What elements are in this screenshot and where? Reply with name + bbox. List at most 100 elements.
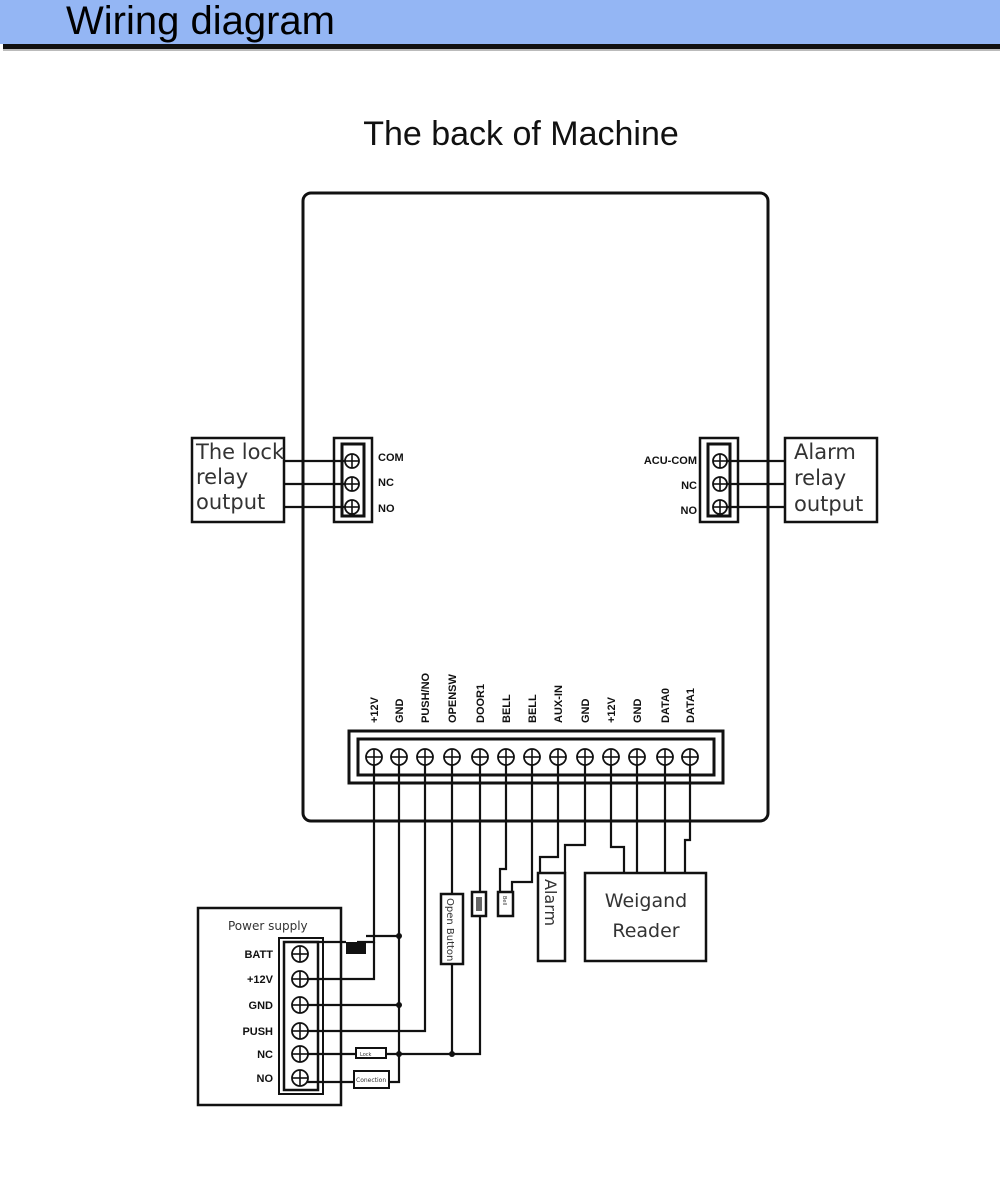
power-terminal-label: BATT (244, 949, 273, 961)
power-terminal-outer (278, 937, 324, 1095)
power-supply-box (196, 906, 343, 1107)
lock-relay-connector-inner (340, 442, 366, 518)
terminal-screw-icon (344, 499, 360, 515)
terminal-label: BELL (501, 694, 513, 723)
terminal-screw-icon (712, 499, 728, 515)
door-sensor-icon (476, 897, 482, 911)
alarm-relay-connector (698, 436, 740, 524)
lock-component-box (355, 1047, 387, 1059)
header-bar (0, 0, 1000, 44)
terminal-label: DATA1 (685, 688, 697, 723)
diagram-title: The back of Machine (363, 115, 679, 153)
alarm-relay-connector-inner (706, 442, 732, 518)
header-underline (3, 44, 1000, 51)
junction-dot (396, 1002, 402, 1008)
connection-component-box (353, 1070, 390, 1089)
terminal-screw-icon (656, 748, 674, 766)
terminal-screw-icon (291, 996, 309, 1014)
terminal-screw-icon (471, 748, 489, 766)
open-button-box (439, 892, 465, 966)
terminal-screw-icon (681, 748, 699, 766)
terminal-label: AUX-IN (553, 685, 565, 723)
terminal-screw-icon (443, 748, 461, 766)
terminal-label: PUSH/NO (420, 672, 432, 723)
lock-terminal-label: COM (378, 452, 404, 464)
open-button-label: Open Button (444, 898, 455, 961)
wire (389, 765, 401, 1084)
terminal-label: +12V (606, 696, 618, 723)
alarm-label: Alarm (541, 879, 560, 926)
power-terminal-label: NO (257, 1073, 274, 1085)
terminal-label: BELL (527, 694, 539, 723)
power-terminal-inner (282, 940, 320, 1092)
power-supply-group: Power supply BATT +12V GND PUSH NC NO (196, 906, 343, 1107)
terminal-screw-icon (291, 1069, 309, 1087)
wire (683, 765, 692, 873)
terminal-screw-icon (365, 748, 383, 766)
alarm-relay-box (783, 436, 879, 524)
terminal-block-outer (347, 729, 725, 785)
components: Open Button Bell Alarm Weigand Reader Lo… (346, 871, 708, 1089)
main-terminal-block: +12V GND PUSH/NO OPENSW DOOR1 BELL BELL AUX-IN G… (347, 672, 725, 785)
page-title: Wiring diagram (66, 0, 335, 43)
lock-terminal-label: NC (378, 477, 394, 489)
wire (563, 765, 587, 873)
terminal-screw-icon (628, 748, 646, 766)
terminal-screw-icon (712, 453, 728, 469)
lock-relay-line-1: The lock (195, 440, 285, 464)
terminal-screw-icon (549, 748, 567, 766)
power-supply-title: Power supply (228, 919, 308, 933)
alarm-relay-line-3: output (794, 492, 863, 516)
terminal-screw-icon (344, 453, 360, 469)
lock-terminal-label: NO (378, 503, 395, 515)
battery-icon (346, 942, 366, 954)
wire (450, 916, 482, 1056)
bell-box (496, 890, 515, 918)
lock-relay-box (190, 436, 286, 524)
power-terminal-label: PUSH (242, 1026, 273, 1038)
bell-label: Bell (501, 896, 507, 905)
reader-label-line-1: Weigand (605, 890, 687, 912)
terminal-screw-icon (291, 1022, 309, 1040)
terminal-screw-icon (576, 748, 594, 766)
connection-component-label: Conection (356, 1077, 386, 1084)
terminal-screw-icon (291, 970, 309, 988)
terminal-block-inner (356, 737, 716, 777)
terminal-screw-icon (291, 945, 309, 963)
junction-dot (449, 1051, 455, 1057)
terminal-screw-icon (390, 748, 408, 766)
terminal-screw-icon (344, 476, 360, 492)
wire (609, 765, 626, 873)
terminal-label: GND (580, 699, 592, 724)
terminal-label: DOOR1 (475, 684, 487, 723)
alarm-terminal-label: ACU-COM (644, 455, 697, 467)
power-terminal-label: GND (249, 1000, 274, 1012)
weigand-reader-box (583, 871, 708, 963)
alarm-terminal-label: NO (681, 505, 698, 517)
terminal-screw-icon (712, 476, 728, 492)
terminal-label: GND (632, 699, 644, 724)
wire (357, 765, 376, 944)
terminal-screw-icon (523, 748, 541, 766)
junction-dot (396, 933, 402, 939)
lock-component-label: Lock (360, 1052, 372, 1058)
power-terminal-label: NC (257, 1049, 273, 1061)
lock-relay-group: The lock relay output COM NC NO (190, 436, 404, 524)
lock-relay-line-2: relay (196, 465, 248, 489)
junction-dot (396, 1051, 402, 1057)
terminal-label: +12V (369, 696, 381, 723)
terminal-label: OPENSW (447, 673, 459, 723)
terminal-screw-icon (291, 1045, 309, 1063)
power-terminal-label: +12V (247, 974, 274, 986)
alarm-relay-line-2: relay (794, 466, 846, 490)
lock-relay-line-3: output (196, 490, 265, 514)
alarm-terminal-label: NC (681, 480, 697, 492)
terminal-screw-icon (497, 748, 515, 766)
wire (538, 765, 560, 873)
wire (300, 942, 376, 981)
reader-label-line-2: Reader (612, 920, 679, 942)
terminal-label: DATA0 (660, 688, 672, 723)
wire (498, 765, 508, 892)
terminal-screw-icon (602, 748, 620, 766)
wire (510, 765, 534, 892)
